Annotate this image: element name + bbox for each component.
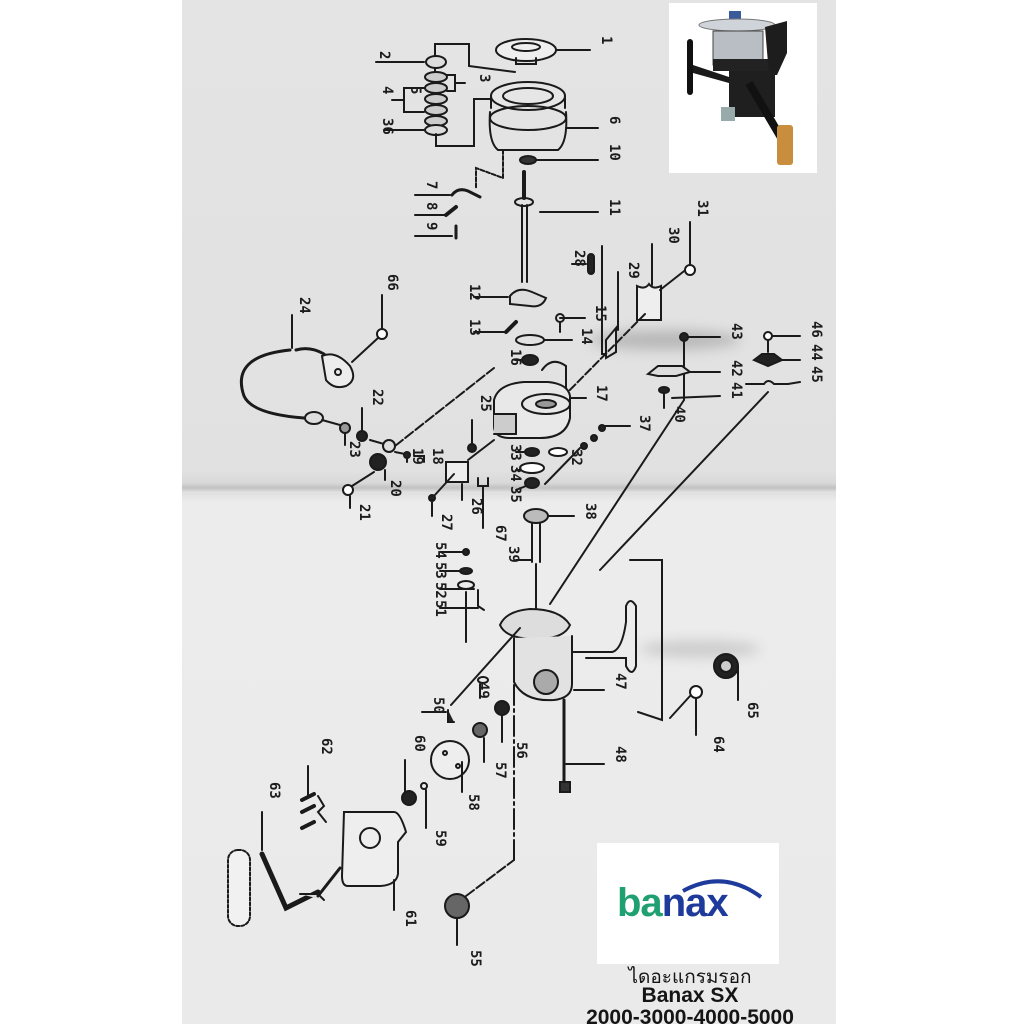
part-label-4: 4 <box>379 86 395 95</box>
part-label-53: 53 <box>432 562 448 579</box>
part-label-23: 23 <box>346 441 362 458</box>
part-label-22: 22 <box>369 389 385 406</box>
part-label-26: 26 <box>468 498 484 515</box>
part-label-14: 14 <box>578 328 594 345</box>
part-label-24: 24 <box>296 297 312 314</box>
logo-nax: nax <box>661 881 729 925</box>
part-label-42: 42 <box>728 360 744 377</box>
part-label-54: 54 <box>432 542 448 559</box>
logo-ba: ba <box>617 881 663 925</box>
part-label-62: 62 <box>318 738 334 755</box>
part-label-40: 40 <box>671 406 687 423</box>
part-label-45: 45 <box>808 366 824 383</box>
part-label-52: 52 <box>432 582 448 599</box>
part-label-55: 55 <box>467 950 483 967</box>
part-label-30: 30 <box>665 227 681 244</box>
caption-sizes: 2000-3000-4000-5000 <box>586 1006 794 1029</box>
part-label-27: 27 <box>438 514 454 531</box>
part-label-58: 58 <box>465 794 481 811</box>
part-label-5: 5 <box>407 86 423 95</box>
part-label-60: 60 <box>411 735 427 752</box>
paper-fold-crease <box>182 483 836 493</box>
part-label-6: 6 <box>606 116 622 125</box>
part-label-17: 17 <box>593 385 609 402</box>
part-label-3: 3 <box>476 74 492 83</box>
part-label-61: 61 <box>402 910 418 927</box>
part-label-47: 47 <box>612 673 628 690</box>
part-label-20: 20 <box>387 480 403 497</box>
part-label-33: 33 <box>507 444 523 461</box>
part-label-25: 25 <box>477 395 493 412</box>
part-label-65: 65 <box>744 702 760 719</box>
part-label-67: 67 <box>492 525 508 542</box>
logo-arc-icon <box>682 879 763 899</box>
part-label-38: 38 <box>582 503 598 520</box>
part-label-43: 43 <box>728 323 744 340</box>
part-label-13: 13 <box>466 319 482 336</box>
part-label-37: 37 <box>636 415 652 432</box>
ink-smudge <box>640 640 760 658</box>
part-label-16: 16 <box>507 349 523 366</box>
part-label-29: 29 <box>625 262 641 279</box>
part-label-39: 39 <box>505 546 521 563</box>
part-label-35: 35 <box>507 486 523 503</box>
part-label-7: 7 <box>423 181 439 190</box>
part-label-50: 50 <box>430 697 446 714</box>
part-label-10: 10 <box>606 144 622 161</box>
part-label-46: 46 <box>808 321 824 338</box>
ink-smudge <box>590 330 740 350</box>
part-label-28: 28 <box>571 250 587 267</box>
part-label-59: 59 <box>432 830 448 847</box>
part-label-66: 66 <box>384 274 400 291</box>
brand-logo: banax <box>597 843 779 964</box>
part-label-48: 48 <box>612 746 628 763</box>
logo-wordmark: banax <box>617 881 729 925</box>
part-label-49: 49 <box>475 682 491 699</box>
part-label-64: 64 <box>710 736 726 753</box>
part-label-9: 9 <box>423 222 439 231</box>
part-label-56: 56 <box>513 742 529 759</box>
product-photo <box>669 3 817 173</box>
part-label-18: 18 <box>429 448 445 465</box>
part-label-57: 57 <box>492 762 508 779</box>
part-label-19: 19 <box>409 448 425 465</box>
caption-model: Banax SX <box>641 984 739 1007</box>
spinning-reel-photo-icon <box>687 11 793 165</box>
part-label-2: 2 <box>376 51 392 60</box>
part-label-12: 12 <box>466 284 482 301</box>
part-label-36: 36 <box>379 118 395 135</box>
caption-thai-title: ไดอะแกรมรอก <box>628 967 752 988</box>
part-label-32: 32 <box>568 449 584 466</box>
part-label-51: 51 <box>432 600 448 617</box>
part-label-31: 31 <box>694 200 710 217</box>
part-label-8: 8 <box>423 202 439 211</box>
part-label-34: 34 <box>507 465 523 482</box>
part-label-1: 1 <box>598 36 614 45</box>
part-label-63: 63 <box>266 782 282 799</box>
part-label-44: 44 <box>808 344 824 361</box>
part-label-15: 15 <box>592 305 608 322</box>
part-label-21: 21 <box>356 504 372 521</box>
part-label-11: 11 <box>606 199 622 216</box>
part-label-41: 41 <box>728 382 744 399</box>
